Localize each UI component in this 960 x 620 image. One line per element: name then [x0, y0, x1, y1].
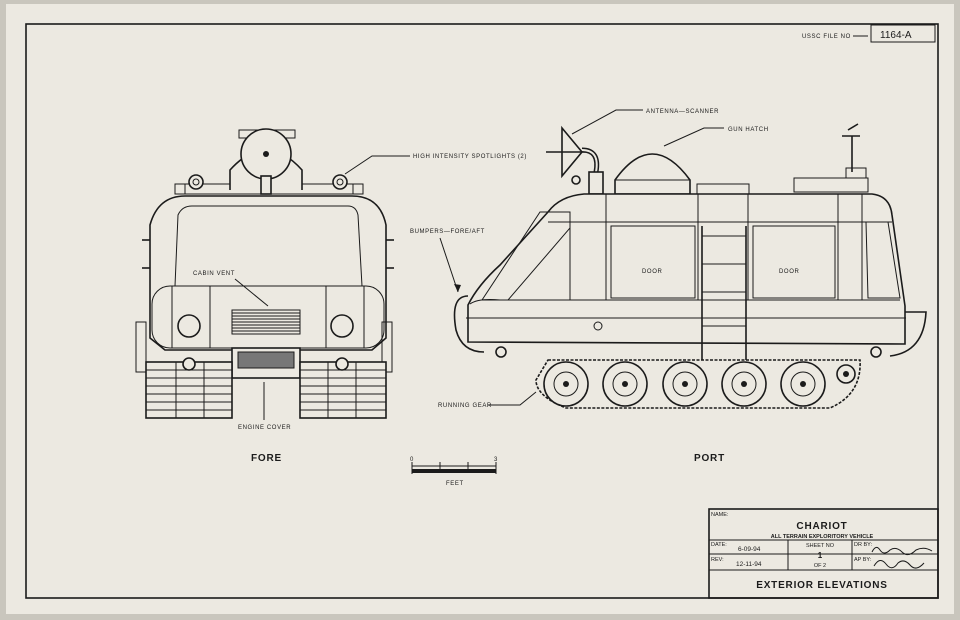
bumper-fore	[453, 295, 485, 353]
headlight-right	[330, 314, 354, 338]
callout-engine-cover: ENGINE COVER	[238, 425, 291, 431]
running-gear	[535, 359, 861, 409]
title-block: NAME: CHARIOT ALL TERRAIN EXPLORITORY VE…	[708, 508, 939, 599]
approved-by-signature	[873, 560, 925, 569]
scale-start: 0	[410, 457, 414, 463]
callout-cabin-vent: CABIN VENT	[193, 271, 235, 277]
spotlight-right	[332, 174, 348, 190]
file-number: 1164-A	[880, 30, 912, 41]
door-label-right: DOOR	[779, 269, 799, 275]
headlight-left	[177, 314, 201, 338]
port-view: DOOR DOOR ANTENN	[410, 109, 927, 464]
vehicle-subtitle: ALL TERRAIN EXPLORITORY VEHICLE	[771, 534, 874, 540]
scale-unit: FEET	[446, 481, 464, 487]
sheet-of: OF 2	[814, 563, 826, 569]
sheet-label: SHEET NO	[806, 543, 835, 549]
file-label: USSC FILE NO	[802, 34, 851, 40]
door-right	[752, 225, 836, 299]
drawn-by-signature	[871, 546, 933, 556]
callout-antenna: ANTENNA—SCANNER	[646, 109, 719, 115]
date-label: DATE:	[711, 542, 727, 548]
antenna-scanner	[546, 125, 604, 195]
side-ladder	[701, 226, 747, 372]
rev-value: 12-11-94	[736, 561, 762, 568]
cabin-vent	[231, 309, 301, 335]
file-number-box: USSC FILE NO 1164-A	[802, 24, 936, 43]
scale-bar: 0 3 FEET	[410, 457, 498, 487]
vehicle-name: CHARIOT	[796, 521, 847, 532]
date-value: 6-09-94	[738, 546, 761, 553]
view-label-fore: FORE	[251, 453, 282, 464]
door-left	[610, 225, 696, 299]
ap-label: AP BY:	[854, 557, 872, 563]
drawing-title: EXTERIOR ELEVATIONS	[756, 580, 888, 591]
callout-spotlights: HIGH INTENSITY SPOTLIGHTS (2)	[413, 154, 527, 160]
spotlight-left	[188, 174, 204, 190]
door-label-left: DOOR	[642, 269, 662, 275]
roof-dish	[229, 128, 303, 195]
callout-bumpers: BUMPERS—FORE/AFT	[410, 229, 485, 235]
dr-label: DR BY:	[854, 542, 873, 548]
callout-running-gear: RUNNING GEAR	[438, 403, 492, 409]
callout-gun-hatch: GUN HATCH	[728, 127, 769, 133]
sheet-number: 1	[818, 551, 823, 560]
rev-label: REV:	[711, 557, 724, 563]
rear-mast	[842, 123, 867, 179]
bumper-aft	[889, 311, 927, 357]
drawing-border	[25, 23, 939, 599]
fore-track-right	[299, 361, 387, 419]
gun-hatch	[614, 153, 691, 195]
engine-cover	[231, 347, 301, 379]
fore-view: HIGH INTENSITY SPOTLIGHTS (2) CABIN VENT…	[135, 128, 527, 464]
view-label-port: PORT	[694, 453, 725, 464]
scale-end: 3	[494, 457, 498, 463]
name-label: NAME:	[711, 512, 729, 518]
fore-track-left	[145, 361, 233, 419]
